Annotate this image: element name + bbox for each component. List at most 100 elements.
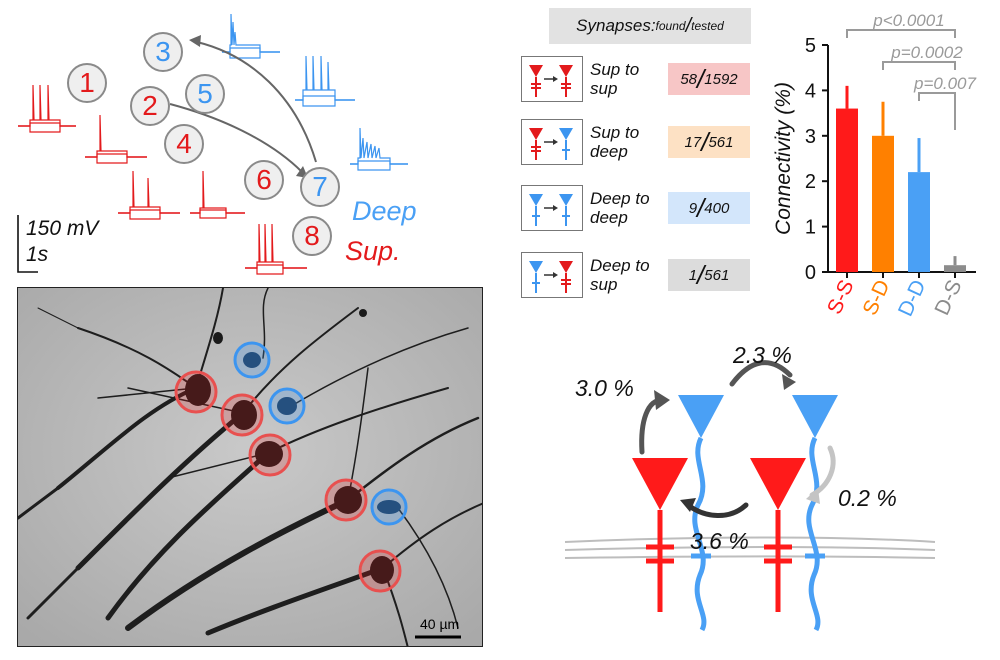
synapse-found-count: 17 xyxy=(684,133,702,151)
synapse-row-label-line1: Sup to xyxy=(590,123,640,142)
bar-d-d xyxy=(908,172,930,272)
sup-cell-ring xyxy=(324,478,368,522)
significance-label: p<0.0001 xyxy=(872,11,944,30)
synapse-found-count: 58 xyxy=(680,70,698,88)
sup-group-label: Sup. xyxy=(345,236,401,266)
y-tick-label: 3 xyxy=(805,126,816,148)
cell-circle-3: 3 xyxy=(143,32,183,72)
synapse-found-count: 9 xyxy=(688,199,698,217)
sup-cell-ring xyxy=(174,370,218,414)
trace-cell-6 xyxy=(190,170,245,219)
micrograph-scale-label: 40 µm xyxy=(420,616,460,632)
trace-cell-5 xyxy=(295,55,355,107)
arrow-sup-to-sup xyxy=(685,502,749,518)
synapse-row-icon xyxy=(521,185,583,231)
x-tick-label: S-D xyxy=(858,276,894,319)
fraction-slash: / xyxy=(697,63,705,94)
deep-cell-ring xyxy=(233,341,271,379)
fraction-slash: / xyxy=(697,192,705,223)
sup-neuron-left xyxy=(632,458,688,612)
cell-circle-6: 6 xyxy=(244,160,284,200)
pct-deep-to-deep: 2.3 % xyxy=(733,342,792,368)
deep-group-label: Deep xyxy=(352,196,417,226)
significance-label: p=0.0002 xyxy=(890,43,963,62)
sup-cell-ring xyxy=(358,549,402,593)
y-axis-label: Connectivity (%) xyxy=(772,82,795,235)
synapse-row-fraction: 58/1592 xyxy=(668,63,750,95)
synapse-row-label-line1: Deep to xyxy=(590,189,650,208)
synapse-row-icon xyxy=(521,56,583,102)
cell-circle-1: 1 xyxy=(67,63,107,103)
synapse-row-fraction: 1/561 xyxy=(668,259,750,291)
deep-cell-ring xyxy=(370,488,408,526)
synapse-row-label-line2: deep xyxy=(590,208,628,227)
pct-sup-to-sup: 3.6 % xyxy=(690,528,749,554)
significance-bracket xyxy=(846,29,956,38)
synapse-found-count: 1 xyxy=(688,266,698,284)
sup-cell-ring xyxy=(220,393,264,437)
significance-label: p=0.007 xyxy=(913,74,976,93)
trace-cell-4 xyxy=(118,170,180,220)
y-tick-label: 4 xyxy=(805,80,816,102)
significance-bracket xyxy=(882,61,956,70)
cell-circle-2: 2 xyxy=(130,86,170,126)
trace-panel xyxy=(17,13,408,275)
synapse-row-label-line2: sup xyxy=(590,275,618,294)
deep-neuron-right xyxy=(792,395,838,632)
synapse-row-fraction: 9/400 xyxy=(668,192,750,224)
deep-cell-ring xyxy=(268,387,306,425)
synapse-row-label-line2: deep xyxy=(590,142,628,161)
bar-d-s xyxy=(944,265,966,272)
synapse-table-header: Synapses: found/tested xyxy=(549,8,751,44)
x-tick-label: S-S xyxy=(823,276,859,317)
synapse-tested-count: 1592 xyxy=(704,70,738,88)
synapse-row-label-line1: Deep to xyxy=(590,256,650,275)
synapse-row-label-line2: sup xyxy=(590,79,618,98)
trace-scale-bar xyxy=(17,215,38,273)
synapse-tested-count: 561 xyxy=(708,133,734,151)
fraction-slash: / xyxy=(697,259,705,290)
micrograph-image: 40 µm xyxy=(17,287,483,647)
pct-deep-to-sup: 0.2 % xyxy=(838,485,897,511)
bar-s-d xyxy=(872,135,894,272)
trace-cell-7 xyxy=(350,127,408,171)
cell-circle-7: 7 xyxy=(300,167,340,207)
synapse-row-label-line1: Sup to xyxy=(590,60,640,79)
fraction-slash: / xyxy=(701,126,709,157)
scale-time-label: 1s xyxy=(26,243,49,266)
significance-bracket xyxy=(918,92,956,130)
cell-circle-8: 8 xyxy=(292,216,332,256)
x-tick-label: D-D xyxy=(894,276,931,320)
trace-cell-1 xyxy=(18,84,76,133)
sup-cell-ring xyxy=(248,433,292,477)
sup-neuron-right xyxy=(750,458,806,612)
trace-cell-8 xyxy=(245,223,307,275)
connectivity-schematic xyxy=(564,360,936,632)
y-tick-label: 2 xyxy=(805,171,816,193)
trace-cell-2 xyxy=(85,114,147,164)
arrow-2-to-7 xyxy=(169,103,303,173)
x-tick-label: D-S xyxy=(930,276,966,319)
arrow-head-3 xyxy=(189,35,201,47)
y-tick-label: 5 xyxy=(805,35,816,57)
trace-cell-3 xyxy=(222,13,280,59)
synapse-tested-count: 561 xyxy=(704,266,730,284)
y-tick-label: 0 xyxy=(805,262,816,284)
synapse-row-fraction: 17/561 xyxy=(668,126,750,158)
synapse-row-icon xyxy=(521,119,583,165)
synapse-row-icon xyxy=(521,252,583,298)
bar-s-s xyxy=(836,108,858,272)
deep-neuron-left xyxy=(678,395,724,632)
y-tick-label: 1 xyxy=(805,217,816,239)
cell-circle-4: 4 xyxy=(164,124,204,164)
scale-mv-label: 150 mV xyxy=(26,217,99,240)
pct-sup-to-deep: 3.0 % xyxy=(575,375,634,401)
arrow-deep-to-deep xyxy=(729,360,793,387)
arrow-7-to-3 xyxy=(196,41,317,163)
cell-circle-5: 5 xyxy=(185,74,225,114)
